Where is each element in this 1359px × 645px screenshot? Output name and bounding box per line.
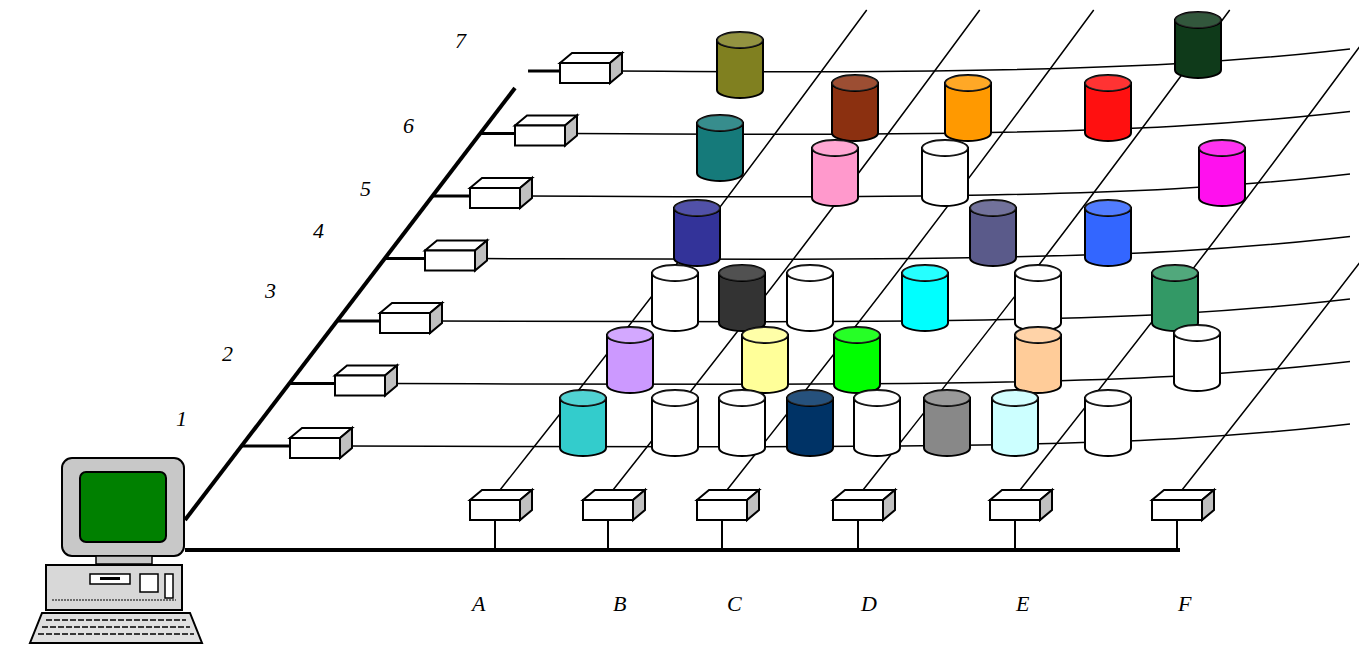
row-stub xyxy=(242,445,290,448)
storage-cylinder xyxy=(834,327,880,393)
column-wire xyxy=(863,10,1230,490)
column-label: F xyxy=(1178,593,1191,615)
storage-cylinder xyxy=(560,390,606,456)
row-label: 4 xyxy=(313,220,324,242)
storage-cylinder xyxy=(1174,325,1220,391)
storage-cylinder xyxy=(1152,265,1198,331)
column-label: B xyxy=(613,593,626,615)
storage-cylinder xyxy=(787,265,833,331)
storage-cylinder xyxy=(607,327,653,393)
row-stub xyxy=(528,70,560,73)
switch-box xyxy=(560,53,622,83)
column-stub xyxy=(1014,520,1016,550)
row-stub xyxy=(480,132,515,135)
switch-box xyxy=(290,428,352,458)
storage-cylinder xyxy=(992,390,1038,456)
storage-cylinder xyxy=(1175,12,1221,78)
switch-box xyxy=(583,490,645,520)
switch-box xyxy=(515,116,577,146)
column-label: D xyxy=(861,593,877,615)
row-label: 6 xyxy=(403,115,414,137)
column-stub xyxy=(1176,520,1178,550)
row-stub xyxy=(337,320,380,323)
switch-box xyxy=(470,178,532,208)
column-stub xyxy=(721,520,723,550)
row-bus xyxy=(185,88,515,520)
storage-cylinder xyxy=(812,140,858,206)
row-stub xyxy=(385,257,425,260)
row-label: 3 xyxy=(265,280,276,302)
switch-box xyxy=(1152,490,1214,520)
switch-box xyxy=(697,490,759,520)
storage-cylinder xyxy=(945,75,991,141)
storage-cylinder xyxy=(854,390,900,456)
row-wire xyxy=(480,237,1350,260)
grid xyxy=(185,10,1359,550)
row-label: 5 xyxy=(360,178,371,200)
column-wire xyxy=(1182,10,1359,490)
column-stub xyxy=(857,520,859,550)
storage-cylinder xyxy=(719,390,765,456)
column-wire xyxy=(613,10,980,490)
switch-box xyxy=(425,241,487,271)
storage-cylinder xyxy=(922,140,968,206)
row-label: 7 xyxy=(455,30,466,52)
column-bus xyxy=(185,548,1180,552)
switch-box xyxy=(335,366,397,396)
storage-cylinder xyxy=(1015,327,1061,393)
storage-cylinder xyxy=(697,115,743,181)
storage-cylinder xyxy=(719,265,765,331)
storage-cylinder xyxy=(970,200,1016,266)
storage-cylinder xyxy=(1085,390,1131,456)
storage-cylinder xyxy=(652,265,698,331)
storage-cylinder xyxy=(1015,265,1061,331)
column-stub xyxy=(607,520,609,550)
storage-cylinder xyxy=(1199,140,1245,206)
column-label: C xyxy=(727,593,742,615)
column-wire xyxy=(500,10,867,490)
storage-cylinder xyxy=(832,75,878,141)
storage-cylinder xyxy=(652,390,698,456)
switch-box xyxy=(470,490,532,520)
row-label: 2 xyxy=(222,343,233,365)
row-wire xyxy=(345,424,1350,447)
column-stub xyxy=(494,520,496,550)
column-label: A xyxy=(472,593,485,615)
storage-cylinder xyxy=(924,390,970,456)
column-label: E xyxy=(1016,593,1029,615)
storage-cylinder xyxy=(674,200,720,266)
storage-cylinder xyxy=(1085,75,1131,141)
row-stub xyxy=(433,195,470,198)
storage-cylinder xyxy=(1085,200,1131,266)
switch-box xyxy=(990,490,1052,520)
switch-box xyxy=(833,490,895,520)
storage-cylinder xyxy=(787,390,833,456)
storage-cylinder xyxy=(717,32,763,98)
switch-box xyxy=(380,303,442,333)
storage-cylinder xyxy=(742,327,788,393)
row-label: 1 xyxy=(176,408,187,430)
computer-icon xyxy=(30,458,202,643)
row-wire xyxy=(435,299,1350,322)
column-wire xyxy=(727,10,1094,490)
storage-cylinder xyxy=(902,265,948,331)
row-stub xyxy=(289,382,335,385)
